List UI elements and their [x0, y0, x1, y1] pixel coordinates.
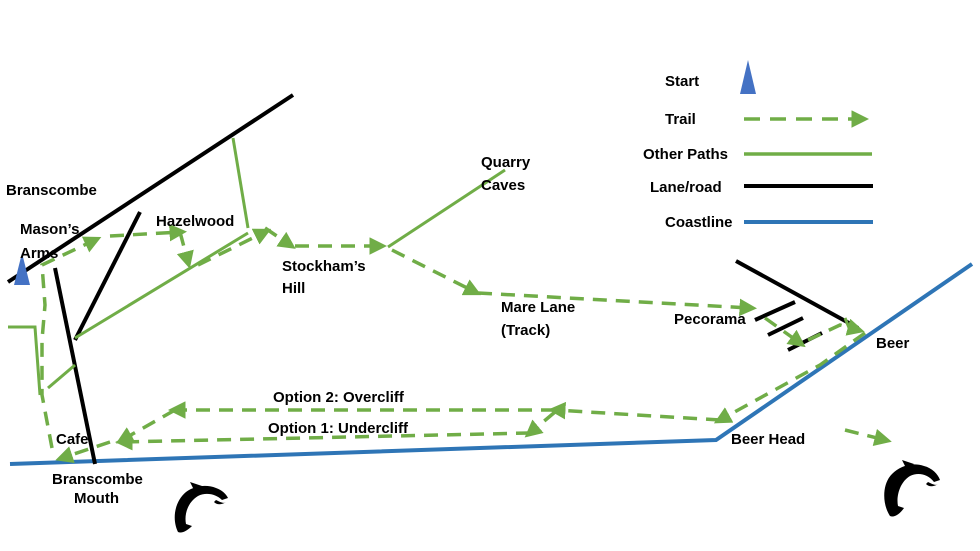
label-quarry-caves-1: Quarry [481, 154, 531, 171]
label-option-1: Option 1: Undercliff [268, 420, 409, 437]
label-stockhams-hill-1: Stockham’s [282, 258, 366, 275]
legend: Start Trail Other Paths Lane/road Coastl… [643, 60, 873, 231]
label-branscombe-mouth-2: Mouth [74, 490, 119, 507]
legend-trail-label: Trail [665, 111, 696, 128]
label-beer: Beer [876, 335, 910, 352]
label-mare-lane-1: Mare Lane [501, 299, 575, 316]
legend-other-paths-label: Other Paths [643, 146, 728, 163]
place-labels: Branscombe Mason’s Arms Hazelwood Stockh… [6, 154, 910, 507]
coastline [9, 262, 974, 466]
label-mare-lane-2: (Track) [501, 322, 550, 339]
label-option-2: Option 2: Overcliff [273, 389, 405, 406]
other-paths [8, 137, 852, 396]
legend-start-marker-icon [740, 60, 756, 94]
label-branscombe: Branscombe [6, 182, 97, 199]
label-quarry-caves-2: Caves [481, 177, 525, 194]
dolphin-icon [174, 482, 228, 533]
label-hazelwood: Hazelwood [156, 213, 234, 230]
label-cafe: Cafe [56, 431, 89, 448]
label-masons-arms-1: Mason’s [20, 221, 79, 238]
dolphin-icon [884, 460, 940, 517]
legend-lane-road-label: Lane/road [650, 179, 722, 196]
label-pecorama: Pecorama [674, 311, 746, 328]
label-beer-head: Beer Head [731, 431, 805, 448]
label-stockhams-hill-2: Hill [282, 280, 305, 297]
legend-coastline-label: Coastline [665, 214, 733, 231]
label-branscombe-mouth-1: Branscombe [52, 471, 143, 488]
start-marker-icon [14, 253, 30, 285]
label-masons-arms-2: Arms [20, 245, 58, 262]
legend-start-label: Start [665, 73, 699, 90]
trail [40, 223, 892, 463]
